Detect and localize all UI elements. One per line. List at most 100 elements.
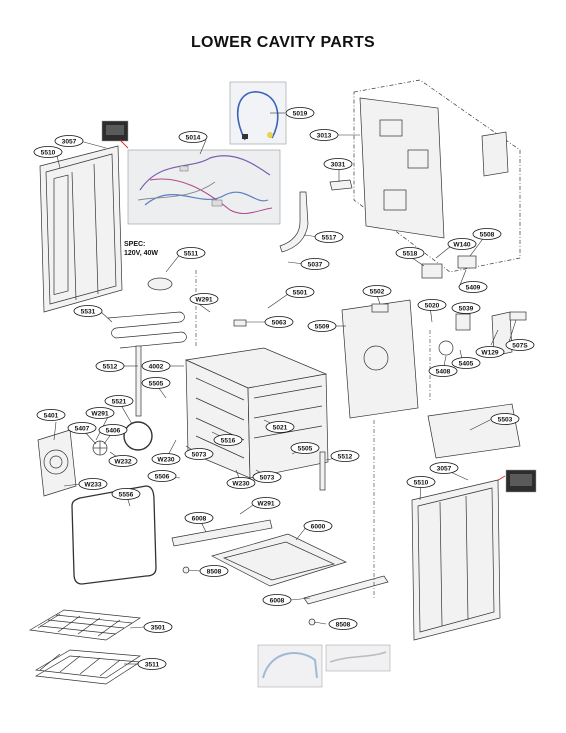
part-label-text: 5510: [414, 479, 429, 486]
part-label-text: 5063: [272, 319, 287, 326]
photo-door-corner-top: [101, 120, 129, 149]
bracket-5039: [455, 313, 471, 331]
part-label-text: 5517: [322, 234, 337, 241]
switch-5502: [371, 303, 389, 313]
part-label-text: 5512: [338, 453, 353, 460]
part-label-5511: 5511: [176, 247, 206, 259]
part-label-5409: 5409: [458, 281, 488, 293]
part-label-text: W232: [114, 458, 132, 465]
part-label-text: 5401: [44, 412, 59, 419]
part-label-5502: 5502: [362, 285, 392, 297]
part-label-5503: 5503: [490, 413, 520, 425]
part-label-text: 5508: [480, 231, 495, 238]
part-label-text: 8508: [207, 568, 222, 575]
part-label-w291: W291: [189, 293, 219, 305]
vent-5503: [427, 403, 521, 459]
part-label-4002: 4002: [141, 360, 171, 372]
bracket-5063: [233, 319, 247, 327]
part-label-text: 3057: [62, 138, 77, 145]
part-label-5512: 5512: [95, 360, 125, 372]
spec-line-2: 120V, 40W: [124, 250, 158, 257]
door-assembly-right: [411, 479, 501, 641]
part-label-w232: W232: [108, 455, 138, 467]
part-label-5505: 5505: [290, 442, 320, 454]
part-label-text: 5408: [436, 368, 451, 375]
bracket-5512-left: [135, 345, 142, 417]
rail-6008-upper: [171, 519, 273, 547]
part-label-text: 5073: [192, 451, 207, 458]
part-label-text: 507S: [512, 342, 528, 349]
part-label-5073: 5073: [252, 471, 282, 483]
part-label-6008: 6008: [262, 594, 292, 606]
part-label-text: 3501: [151, 624, 166, 631]
part-label-8508: 8508: [328, 618, 358, 630]
part-label-w230: W230: [226, 477, 256, 489]
fan-blade-5406: [92, 440, 108, 456]
part-label-text: 3057: [437, 465, 452, 472]
part-label-3501: 3501: [143, 621, 173, 633]
part-label-3057: 3057: [54, 135, 84, 147]
part-label-text: 3013: [317, 132, 332, 139]
part-label-text: 6008: [192, 515, 207, 522]
part-label-text: 5021: [273, 424, 288, 431]
part-label-3031: 3031: [323, 158, 353, 170]
part-label-text: W233: [84, 481, 102, 488]
part-number-labels: 5019 3013 3057 5510 5014 3031 5517 5037 W140 5508…: [33, 107, 535, 670]
part-label-5508: 5508: [472, 228, 502, 240]
bracket-5512-right: [319, 451, 326, 491]
part-label-5037: 5037: [300, 258, 330, 270]
part-label-w233: W233: [78, 478, 108, 490]
part-label-5509: 5509: [307, 320, 337, 332]
part-label-5405: 5405: [451, 357, 481, 369]
part-label-text: 5020: [425, 302, 440, 309]
spec-line-1: SPEC:: [124, 241, 146, 248]
bracket-5508: [457, 255, 477, 269]
photo-gasket-left: [257, 644, 323, 688]
door-gasket-5556: [71, 485, 157, 585]
photo-door-corner-bottom: [494, 469, 537, 493]
part-label-5019: 5019: [285, 107, 315, 119]
part-label-507s: 507S: [505, 339, 535, 351]
part-label-text: 5409: [466, 284, 481, 291]
relay-5518: [421, 263, 443, 279]
part-label-text: 5073: [260, 474, 275, 481]
part-label-text: W140: [453, 241, 471, 248]
part-label-text: 4002: [149, 363, 164, 370]
part-label-5020: 5020: [417, 299, 447, 311]
part-label-text: 5510: [41, 149, 56, 156]
part-label-text: W291: [257, 500, 275, 507]
part-label-text: 5518: [403, 250, 418, 257]
rail-6008-lower: [303, 575, 389, 605]
photo-wire-harness-5014: [127, 149, 281, 225]
photo-gasket-right: [325, 644, 391, 672]
part-label-text: W291: [195, 296, 213, 303]
part-label-text: W291: [91, 410, 109, 417]
part-label-text: 5511: [184, 250, 199, 257]
bottom-plate-6000: [211, 533, 347, 587]
part-label-5512: 5512: [330, 450, 360, 462]
part-507s: [509, 311, 527, 321]
part-label-text: 5406: [106, 427, 121, 434]
part-label-w140: W140: [447, 238, 477, 250]
part-label-5501: 5501: [285, 286, 315, 298]
bracket-3031: [329, 179, 353, 191]
side-panel-5509: [341, 299, 419, 419]
part-label-text: 5505: [298, 445, 313, 452]
part-label-text: 5505: [149, 380, 164, 387]
part-label-text: 5531: [81, 308, 96, 315]
part-label-3013: 3013: [309, 129, 339, 141]
part-label-3511: 3511: [137, 658, 167, 670]
fan-cover-5401: [37, 429, 77, 497]
part-label-text: 5521: [112, 398, 127, 405]
part-label-5408: 5408: [428, 365, 458, 377]
part-label-5014: 5014: [178, 131, 208, 143]
heating-element-5531: [107, 311, 187, 349]
rack-3501: [28, 609, 142, 641]
part-label-5517: 5517: [314, 231, 344, 243]
part-label-text: 5501: [293, 289, 308, 296]
part-label-8508: 8508: [199, 565, 229, 577]
part-label-5521: 5521: [104, 395, 134, 407]
part-label-5518: 5518: [395, 247, 425, 259]
part-label-w291: W291: [251, 497, 281, 509]
part-label-text: 5509: [315, 323, 330, 330]
